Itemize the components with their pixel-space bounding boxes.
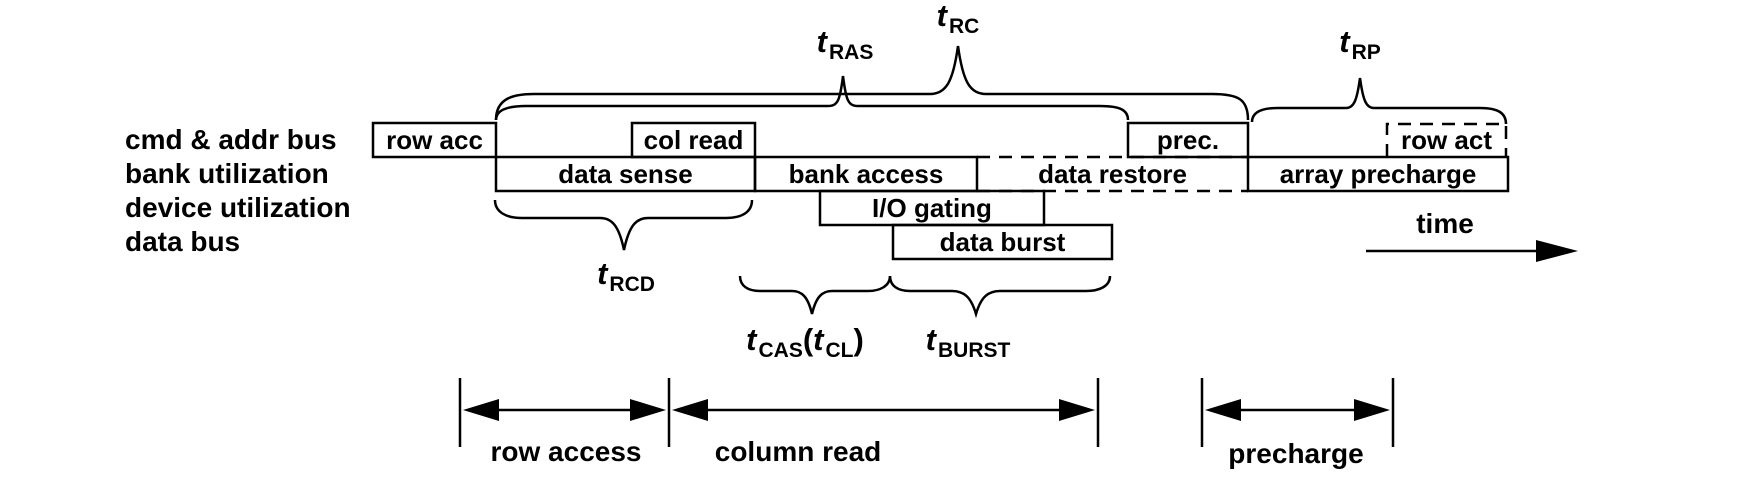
t-ras-brace <box>494 75 1130 121</box>
row-act-label: row act <box>1400 125 1493 155</box>
t-cas-open-paren: ( <box>802 322 814 357</box>
phase-row-access-label: row access <box>490 436 642 467</box>
data-sense-label: data sense <box>558 159 693 189</box>
t-cas-sub: CAS <box>758 339 803 362</box>
row-label-bank-utilization: bank utilization <box>125 158 329 189</box>
row-access-left-arrowhead <box>463 399 499 421</box>
t-burst-sub: BURST <box>937 339 1011 362</box>
t-ras-label: tRAS <box>816 24 874 64</box>
t-rp-brace <box>1250 77 1508 125</box>
arrowheads <box>463 240 1578 421</box>
t-rcd-base: t <box>597 256 608 291</box>
time-arrowhead <box>1536 240 1578 262</box>
t-burst-base: t <box>925 322 936 357</box>
t-rcd-brace <box>493 199 754 251</box>
column-read-right-arrowhead <box>1059 399 1095 421</box>
t-rp-label: tRP <box>1339 24 1381 64</box>
t-burst-brace <box>888 275 1112 319</box>
array-precharge-label: array precharge <box>1279 159 1477 189</box>
row-label-cmd-addr-bus: cmd & addr bus <box>125 124 337 155</box>
t-cl-sub: CL <box>825 339 854 362</box>
measure-ticks <box>458 378 1395 447</box>
t-burst-label: tBURST <box>925 322 1011 362</box>
data-burst-label: data burst <box>939 227 1066 257</box>
row-act-dashed-outline <box>1385 122 1508 157</box>
t-ras-sub: RAS <box>828 41 874 64</box>
bank-access-label: bank access <box>788 159 944 189</box>
row-access-right-arrowhead <box>630 399 666 421</box>
t-rp-sub: RP <box>1351 41 1381 64</box>
t-rc-sub: RC <box>948 15 980 38</box>
prec-box <box>1126 121 1250 159</box>
t-ras-base: t <box>816 24 827 59</box>
t-rc-label: tRC <box>936 0 980 38</box>
t-cas-base: t <box>746 322 757 357</box>
phase-column-read-label: column read <box>714 436 882 467</box>
row-acc-box <box>371 121 498 159</box>
precharge-right-arrowhead <box>1354 399 1390 421</box>
row-acc-label: row acc <box>386 125 483 155</box>
array-precharge-box <box>1246 155 1510 193</box>
precharge-left-arrowhead <box>1205 399 1241 421</box>
t-rc-base: t <box>936 0 947 33</box>
data-burst-box <box>891 223 1114 261</box>
t-cas-tcl-label: tCAS(tCL) <box>746 322 864 362</box>
col-read-label: col read <box>643 125 744 155</box>
t-cl-base: t <box>813 322 824 357</box>
io-gating-label: I/O gating <box>872 193 992 223</box>
t-rcd-sub: RCD <box>609 273 655 296</box>
prec-label: prec. <box>1156 125 1220 155</box>
t-cas-brace <box>738 275 892 315</box>
phase-precharge-label: precharge <box>1228 438 1364 469</box>
t-rc-brace <box>494 45 1250 121</box>
t-rp-base: t <box>1339 24 1350 59</box>
data-restore-label: data restore <box>1038 159 1187 189</box>
time-axis-label: time <box>1416 208 1474 239</box>
t-cas-close-paren: ) <box>853 322 864 357</box>
row-label-data-bus: data bus <box>125 226 241 257</box>
row-label-device-utilization: device utilization <box>125 192 351 223</box>
t-rcd-label: tRCD <box>597 256 655 296</box>
column-read-left-arrowhead <box>672 399 708 421</box>
